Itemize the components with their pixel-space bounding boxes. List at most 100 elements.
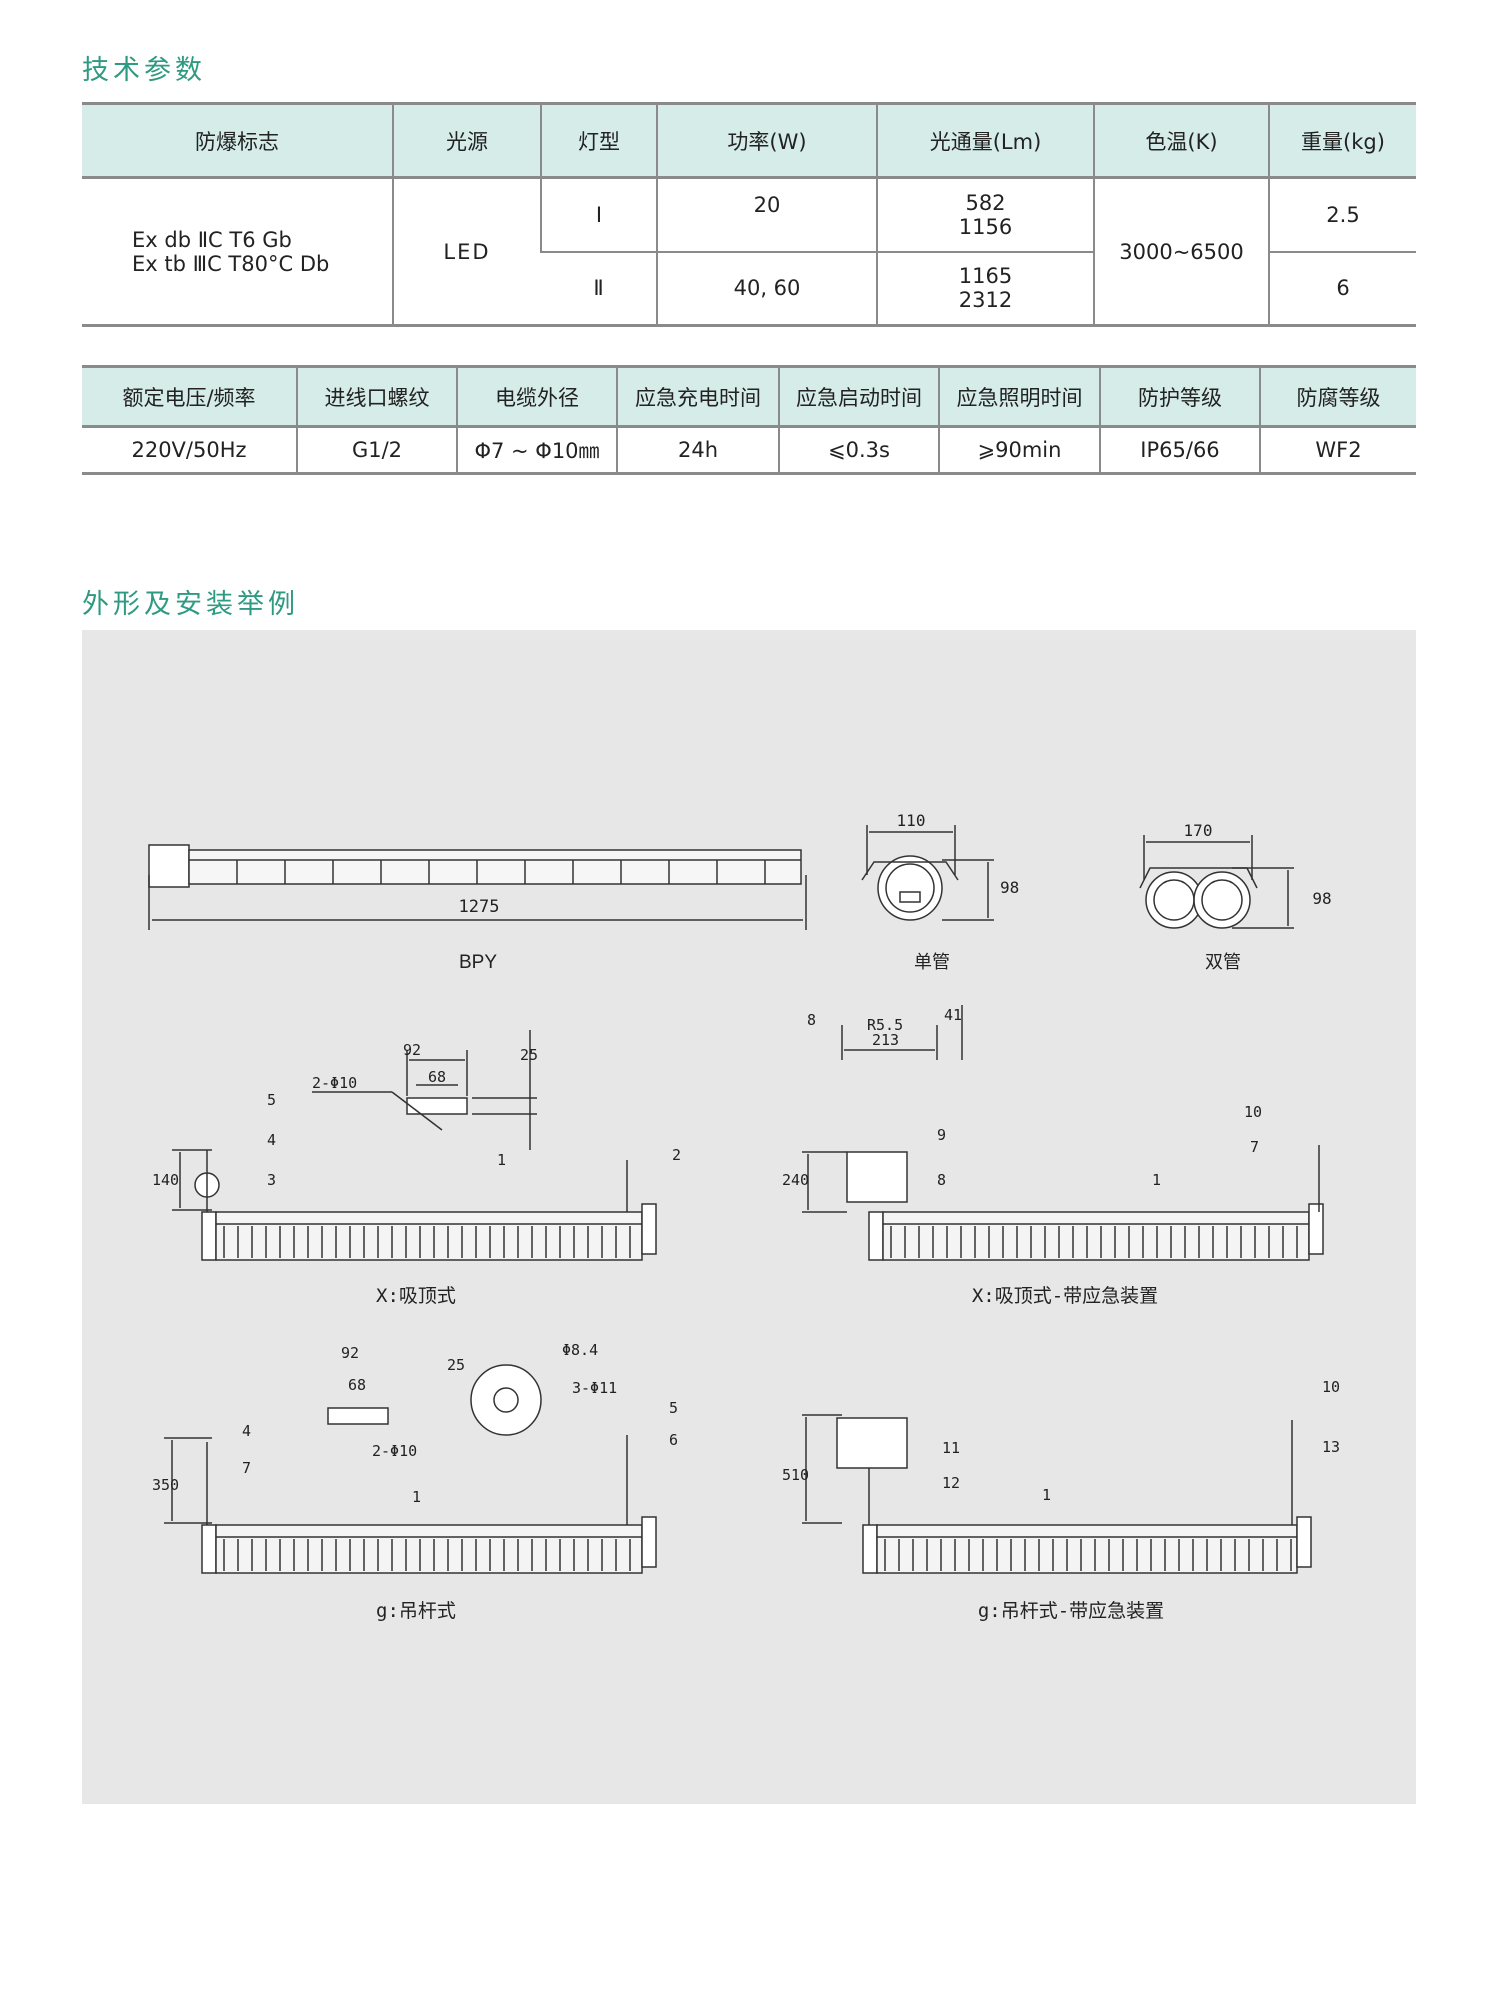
- callout-4: 4: [242, 1422, 251, 1440]
- callout-7: 7: [1250, 1138, 1259, 1156]
- single-tube-drawing: 110 98 单管: [861, 811, 1019, 973]
- header-lamp-type: 灯型: [540, 103, 657, 179]
- dim-8: 8: [807, 1011, 816, 1029]
- callout-13: 13: [1322, 1438, 1340, 1456]
- cable-diameter-value: Φ7 ~ Φ10㎜: [456, 426, 617, 474]
- g-pendant-label: g:吊杆式: [376, 1600, 456, 1622]
- lighting-time-value: ⩾90min: [938, 426, 1100, 474]
- flux-value: 1165: [958, 264, 1013, 289]
- ex-mark-cell: Ex db ⅡC T6 Gb Ex tb ⅢC T80°C Db: [82, 178, 393, 326]
- double-tube-drawing: 170 98 双管: [1139, 821, 1332, 973]
- start-time-value: ⩽0.3s: [778, 426, 939, 474]
- g-pendant-drawing: 92 68 25 2-Φ10 Φ8.4 3-Φ11 350 1 4 5 6 7 …: [152, 1341, 678, 1622]
- dim-68: 68: [428, 1068, 446, 1086]
- power-cell: 20: [656, 177, 877, 252]
- dim-r55: R5.5: [867, 1016, 903, 1034]
- header-ip-rating: 防护等级: [1099, 366, 1260, 428]
- callout-10: 10: [1244, 1103, 1262, 1121]
- flux-value: 582: [965, 190, 1006, 215]
- dim-510: 510: [782, 1466, 809, 1484]
- g-emergency-label: g:吊杆式-带应急装置: [978, 1600, 1164, 1622]
- lamp-body: [868, 1203, 1324, 1261]
- header-start-time: 应急启动时间: [778, 366, 939, 428]
- dim-140: 140: [152, 1171, 179, 1189]
- callout-6: 6: [669, 1431, 678, 1449]
- flux-cell: 582 1156: [876, 177, 1094, 252]
- bpy-length-dim: 1275: [459, 897, 500, 917]
- dim-41: 41: [944, 1006, 962, 1024]
- callout-7: 7: [242, 1459, 251, 1477]
- callout-4: 4: [267, 1131, 276, 1149]
- section-title-outline: 外形及安装举例: [82, 589, 299, 620]
- x-ceiling-drawing: 92 68 25 2-Φ10 140 1 2 3 4 5 X:吸顶式: [152, 1030, 681, 1307]
- dim-25: 25: [520, 1046, 538, 1064]
- power-cell: 40, 60: [656, 250, 877, 326]
- callout-1: 1: [1152, 1171, 1161, 1189]
- header-weight: 重量(kg): [1268, 103, 1416, 179]
- x-ceiling-label: X:吸顶式: [376, 1285, 456, 1307]
- callout-10: 10: [1322, 1378, 1340, 1396]
- drawings-panel: 1275 BPY 110 98 单管 170 98 双管 92: [82, 630, 1416, 1804]
- lamp-body: [862, 1516, 1312, 1574]
- weight-cell: 2.5: [1268, 177, 1416, 252]
- lamp-body: [201, 1203, 657, 1261]
- dim-holes: 2-Φ10: [312, 1074, 357, 1092]
- dim-92: 92: [403, 1041, 421, 1059]
- dim-213: 213: [872, 1031, 899, 1049]
- single-width-dim: 110: [897, 811, 926, 830]
- header-cable-diameter: 电缆外径: [456, 366, 617, 428]
- header-ex-mark: 防爆标志: [82, 103, 393, 179]
- dim-92: 92: [341, 1344, 359, 1362]
- thread-value: G1/2: [296, 426, 457, 474]
- header-lighting-time: 应急照明时间: [938, 366, 1100, 428]
- bpy-label: BPY: [459, 952, 497, 973]
- double-label: 双管: [1205, 952, 1241, 973]
- g-emergency-drawing: 510 1 10 11 12 13 g:吊杆式-带应急装置: [782, 1378, 1340, 1622]
- header-light-source: 光源: [392, 103, 541, 179]
- callout-11: 11: [942, 1439, 960, 1457]
- flux-cell: 1165 2312: [876, 250, 1094, 326]
- double-width-dim: 170: [1184, 821, 1213, 840]
- header-anticorrosion: 防腐等级: [1259, 366, 1416, 428]
- flux-value: 2312: [958, 288, 1013, 313]
- dim-phi84: Φ8.4: [562, 1341, 598, 1359]
- ex-mark-gas: Ex db ⅡC T6 Gb: [132, 227, 292, 252]
- x-emergency-drawing: 8 R5.5 41 213 240 1 7 8 9 10 X:吸顶式-带应急装置: [782, 1005, 1320, 1307]
- single-height-dim: 98: [1000, 878, 1019, 897]
- single-label: 单管: [914, 952, 950, 973]
- dim-holes: 2-Φ10: [372, 1442, 417, 1460]
- header-charge-time: 应急充电时间: [616, 366, 779, 428]
- dim-350: 350: [152, 1476, 179, 1494]
- lamp-body: [201, 1516, 657, 1574]
- tech-params-table: 防爆标志 光源 灯型 功率(W) 光通量(Lm) 色温(K) 重量(kg) Ex…: [82, 102, 1416, 327]
- anticorrosion-value: WF2: [1259, 426, 1416, 474]
- callout-5: 5: [669, 1399, 678, 1417]
- header-flux: 光通量(Lm): [876, 103, 1094, 179]
- callout-3: 3: [267, 1171, 276, 1189]
- flux-value: 1156: [958, 214, 1013, 239]
- callout-12: 12: [942, 1474, 960, 1492]
- voltage-value: 220V/50Hz: [131, 438, 247, 462]
- callout-8: 8: [937, 1171, 946, 1189]
- header-power: 功率(W): [656, 103, 877, 179]
- double-height-dim: 98: [1312, 889, 1331, 908]
- dim-3phi11: 3-Φ11: [572, 1379, 617, 1397]
- section-title-tech-params: 技术参数: [82, 55, 206, 86]
- x-emergency-label: X:吸顶式-带应急装置: [972, 1285, 1158, 1307]
- ex-mark-dust: Ex tb ⅢC T80°C Db: [132, 251, 330, 276]
- callout-1: 1: [412, 1488, 421, 1506]
- header-thread: 进线口螺纹: [296, 366, 457, 428]
- dim-68: 68: [348, 1376, 366, 1394]
- light-source-cell: LED: [392, 177, 541, 326]
- dim-240: 240: [782, 1171, 809, 1189]
- dim-25: 25: [447, 1356, 465, 1374]
- header-color-temp: 色温(K): [1093, 103, 1269, 179]
- color-temp-cell: 3000~6500: [1093, 177, 1269, 326]
- callout-9: 9: [937, 1126, 946, 1144]
- type-cell: Ⅰ: [540, 177, 657, 252]
- ip-rating-value: IP65/66: [1099, 426, 1260, 474]
- electrical-params-table: 额定电压/频率 进线口螺纹 电缆外径 应急充电时间 应急启动时间 应急照明时间 …: [82, 365, 1416, 475]
- callout-2: 2: [672, 1146, 681, 1164]
- header-voltage: 额定电压/频率: [82, 366, 297, 428]
- type-cell: Ⅱ: [541, 250, 657, 326]
